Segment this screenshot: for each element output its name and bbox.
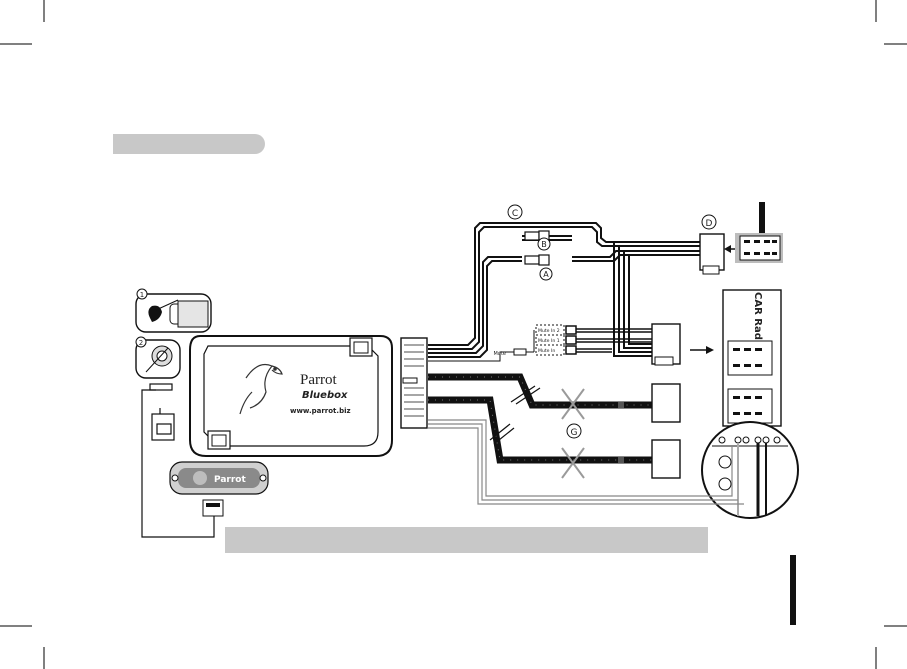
svg-text:D: D (706, 219, 713, 229)
remote-control: Parrot (170, 462, 268, 516)
label-b: B (538, 238, 550, 250)
main-harness-block (401, 338, 427, 428)
mute-in-label: Mute In (538, 348, 555, 354)
svg-text:G: G (571, 428, 578, 438)
car-radio: CAR Radio (723, 290, 781, 426)
arrow-to-radio (690, 346, 714, 354)
mute-in-2-label: Mute In 2 (538, 328, 560, 334)
connector-d: D (700, 215, 724, 274)
radio-side-connector (652, 324, 680, 365)
bluebox-brand: Parrot (300, 372, 337, 388)
mute-plugs (566, 326, 652, 354)
svg-text:C: C (512, 209, 518, 219)
remote-brand: Parrot (214, 475, 246, 485)
label-c: C (508, 205, 522, 219)
vehicle-iso-connector (735, 202, 783, 263)
bluebox-model: Bluebox (302, 390, 348, 401)
header-bar (113, 134, 265, 154)
footer-bar (225, 527, 708, 553)
cables-g (428, 377, 652, 460)
bluebox-url: www.parrot.biz (290, 407, 351, 415)
svg-text:A: A (543, 270, 549, 279)
svg-text:1: 1 (140, 291, 144, 299)
mute-in-1-label: Mute In 1 (538, 338, 560, 344)
cable-end-connectors (618, 384, 680, 478)
step-2-inset: 2 (136, 337, 180, 378)
svg-text:B: B (541, 240, 547, 249)
page-tab-marker (790, 555, 796, 625)
label-a: A (540, 268, 552, 280)
label-g: G (567, 424, 581, 438)
step-1-inset: 1 (136, 289, 211, 332)
svg-text:2: 2 (139, 339, 143, 347)
bluebox-unit: Parrot Bluebox www.parrot.biz (190, 336, 392, 456)
mute-label: Mute (493, 351, 506, 357)
